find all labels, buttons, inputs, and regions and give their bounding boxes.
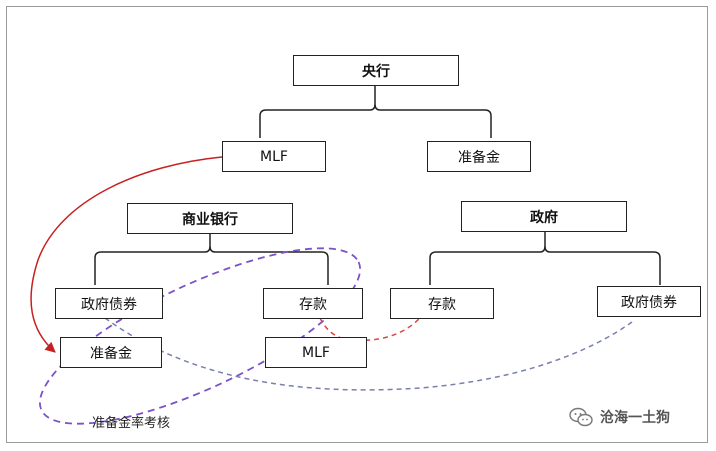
commercial-bank-bracket	[94, 234, 329, 285]
government-node: 政府	[461, 201, 627, 232]
gov-bonds-flow-link	[104, 317, 633, 391]
mlf-to-reserve-arrow	[30, 156, 223, 353]
deposits-node-bank: 存款	[263, 288, 363, 319]
commercial-bank-node: 商业银行	[127, 203, 293, 234]
watermark: 沧海一土狗	[568, 404, 670, 430]
mlf-node-top: MLF	[222, 141, 326, 172]
reserve-ratio-annotation: 准备金率考核	[92, 416, 171, 431]
reserve-node-top: 准备金	[427, 141, 531, 172]
wechat-icon	[569, 407, 593, 427]
reserve-ratio-ellipse	[38, 247, 362, 425]
central-bank-bracket	[259, 86, 492, 138]
deposits-node-gov: 存款	[390, 288, 494, 319]
deposits-flow-link	[319, 317, 421, 342]
mlf-node-bottom: MLF	[265, 337, 367, 368]
gov-bonds-node-right: 政府债券	[597, 286, 701, 317]
watermark-text: 沧海一土狗	[600, 410, 670, 426]
central-bank-node: 央行	[293, 55, 459, 86]
diagram-frame	[6, 6, 708, 443]
government-bracket	[429, 232, 661, 285]
gov-bonds-node-left: 政府债券	[55, 288, 163, 319]
reserve-node-bottom: 准备金	[60, 337, 162, 368]
